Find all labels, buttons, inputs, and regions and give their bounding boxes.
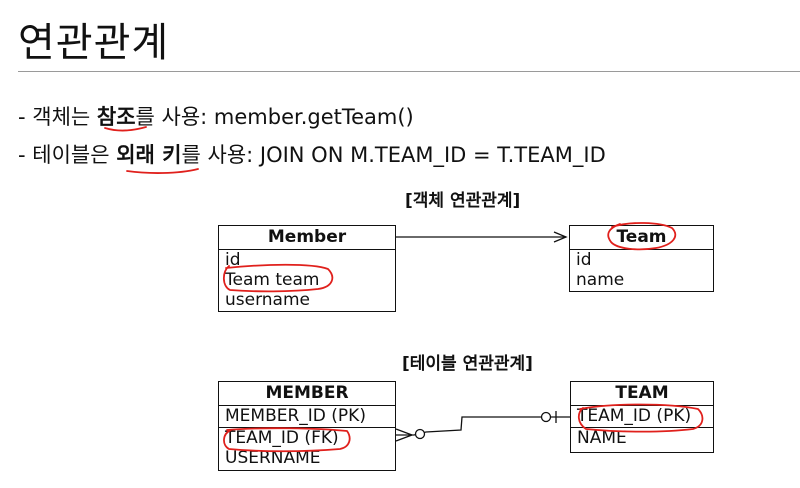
member-object-field-team: Team team bbox=[225, 270, 320, 290]
bullet-1-bold: 참조 bbox=[96, 105, 136, 129]
member-table-pk: MEMBER_ID (PK) bbox=[219, 406, 395, 428]
many-optional-circle bbox=[414, 428, 426, 440]
annotation-box-team-pk bbox=[577, 403, 704, 433]
bullet-1-suffix: 를 사용: member.getTeam() bbox=[135, 105, 414, 129]
bullet-2-prefix: - 테이블은 bbox=[18, 143, 117, 167]
member-table-field-username: USERNAME bbox=[225, 448, 321, 468]
team-table-name: TEAM bbox=[571, 382, 713, 406]
crowfoot-lower bbox=[395, 434, 413, 442]
annotation-circle-team-field bbox=[222, 263, 334, 293]
bullet-2-suffix: 를 사용: JOIN ON M.TEAM_ID = T.TEAM_ID bbox=[181, 143, 606, 167]
page-title: 연관관계 bbox=[18, 20, 170, 66]
bullet-1-prefix: - 객체는 bbox=[18, 105, 97, 129]
table-diagram-heading: [테이블 연관관계] bbox=[402, 354, 533, 374]
annotation-circle-team-name bbox=[607, 222, 677, 251]
member-object-entity: Member id Team team username bbox=[218, 225, 396, 312]
team-object-field-name: name bbox=[576, 270, 625, 290]
annotation-underline-foreign-key bbox=[126, 168, 199, 174]
member-table-entity: MEMBER MEMBER_ID (PK) TEAM_ID (FK) USERN… bbox=[218, 381, 396, 471]
team-table-pk: TEAM_ID (PK) bbox=[571, 406, 713, 428]
object-association-arrowhead bbox=[553, 231, 568, 243]
member-object-name: Member bbox=[219, 226, 395, 250]
bullet-object-reference: - 객체는 참조를 사용: member.getTeam() bbox=[18, 101, 414, 131]
bullet-2-bold: 외래 키 bbox=[116, 143, 182, 167]
team-table-entity: TEAM TEAM_ID (PK) NAME bbox=[570, 381, 714, 453]
team-object-field-id: id bbox=[576, 250, 592, 270]
team-table-field-name: NAME bbox=[577, 428, 627, 448]
member-table-name: MEMBER bbox=[219, 382, 395, 406]
member-table-field-team-id: TEAM_ID (FK) bbox=[225, 428, 339, 448]
title-divider bbox=[18, 71, 800, 72]
member-object-field-username: username bbox=[225, 290, 310, 310]
one-optional-circle bbox=[540, 411, 552, 423]
crowfoot-upper bbox=[395, 428, 413, 436]
annotation-underline-reference bbox=[104, 126, 147, 132]
member-object-field-id: id bbox=[225, 250, 241, 270]
object-diagram-heading: [객체 연관관계] bbox=[405, 191, 521, 211]
bullet-foreign-key: - 테이블은 외래 키를 사용: JOIN ON M.TEAM_ID = T.T… bbox=[18, 139, 606, 169]
annotation-box-team-fk bbox=[223, 427, 351, 453]
